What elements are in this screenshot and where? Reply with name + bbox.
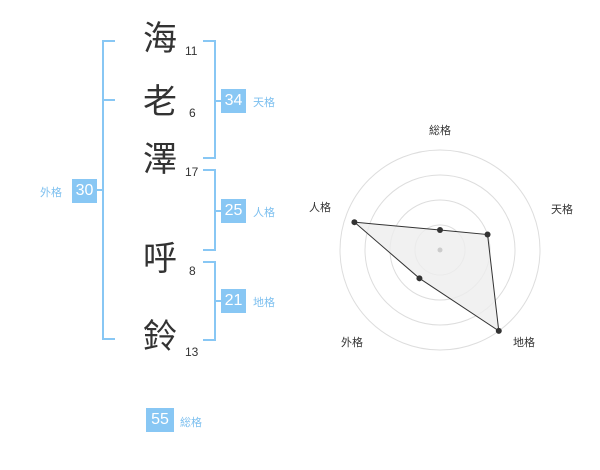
gaikaku-label: 外格 [40,186,62,199]
radar-point-1 [437,227,443,233]
stroke-count-4: 8 [189,264,196,278]
jinkaku-value: 25 [221,199,246,223]
radar-ring-4 [339,149,541,351]
name-char-2: 老 [143,82,177,122]
radar-axis-label-4: 外格 [341,335,363,349]
radar-axis-label-5: 人格 [309,200,331,214]
radar-center-point [437,247,443,253]
tenkaku-value: 34 [221,89,246,113]
name-char-3: 澤 [143,140,177,180]
name-char-5: 鈴 [143,317,177,357]
name-char-4: 呼 [143,239,177,279]
radar-point-3 [495,327,502,334]
jinkaku-label: 人格 [253,206,275,219]
stroke-count-3: 17 [185,165,199,179]
gaikaku-value: 30 [72,179,97,203]
chikaku-label: 地格 [253,296,275,309]
radar-data-polygon [352,221,500,332]
soukaku-value: 55 [146,408,174,432]
radar-ring-3 [364,174,516,326]
stroke-count-2: 6 [189,106,196,120]
radar-axis-label-1: 総格 [429,123,451,137]
radar-point-4 [416,275,423,282]
radar-axis-label-2: 天格 [551,202,573,216]
name-char-1: 海 [143,19,177,59]
radar-point-2 [484,231,491,238]
tenkaku-bracket [203,40,216,159]
chikaku-value: 21 [221,289,246,313]
soukaku-label: 総格 [180,416,202,429]
tenkaku-label: 天格 [253,96,275,109]
radar-axis-label-3: 地格 [513,335,535,349]
stroke-count-1: 11 [185,44,198,58]
radar-point-5 [351,219,358,226]
stroke-count-5: 13 [185,345,199,359]
